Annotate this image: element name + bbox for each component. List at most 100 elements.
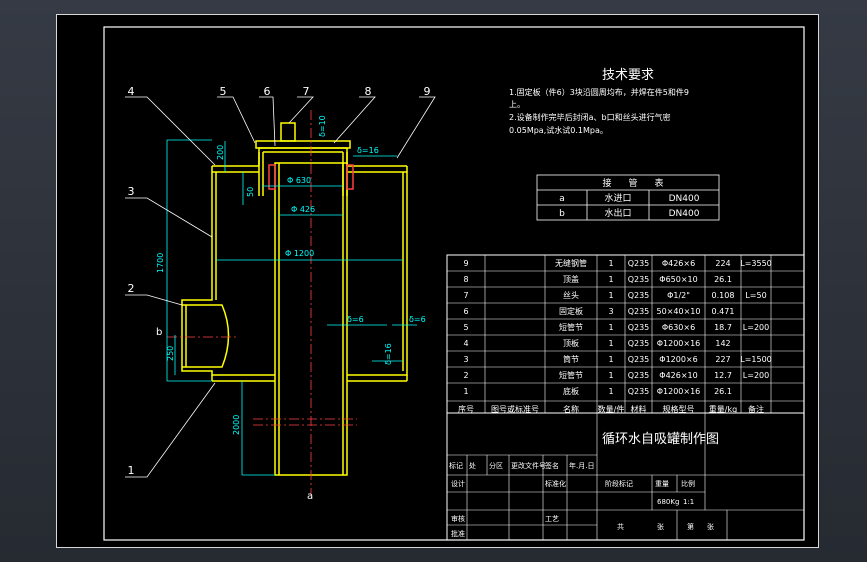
bom-cell: Φ630×6: [662, 323, 695, 332]
tb-cell: 张: [707, 522, 714, 531]
bom-cell: L=3550: [740, 259, 772, 268]
bom-cell: 12.7: [714, 371, 732, 380]
bom-cell: 1: [608, 275, 613, 284]
bom-cell: 0.108: [712, 291, 735, 300]
dim-text: Φ 1200: [285, 249, 314, 258]
bom-cell: Φ650×10: [659, 275, 697, 284]
vessel-outline: [181, 122, 408, 476]
bom-cell: 18.7: [714, 323, 732, 332]
nozzle-cell: DN400: [669, 209, 700, 219]
bom-cell: Q235: [628, 323, 650, 332]
bom-header-cell: 图号或标准号: [491, 404, 539, 414]
center-lines: [167, 110, 357, 495]
tb-cell: 比例: [681, 479, 695, 488]
dim-text: 250: [166, 346, 175, 361]
bom-cell: 26.1: [714, 275, 732, 284]
tb-cell: 阶段标记: [605, 479, 633, 488]
bom-cell: 1: [463, 387, 468, 396]
callout-4: 4: [128, 85, 135, 98]
callout-6: 6: [264, 85, 271, 98]
dim-text: 2000: [232, 415, 241, 435]
callout-5: 5: [220, 85, 227, 98]
bom-cell: 顶板: [563, 338, 579, 348]
callout-2: 2: [128, 282, 135, 295]
tb-cell: 设计: [451, 479, 465, 488]
nozzle-header: 接: [602, 177, 611, 189]
dim-text: δ=16: [357, 146, 379, 155]
tb-cell: 年.月.日: [569, 461, 594, 470]
dim-text: 50: [246, 187, 255, 197]
tech-line: 上。: [509, 100, 525, 109]
bom-cell: Q235: [628, 291, 650, 300]
bom-cell: L=200: [743, 323, 769, 332]
tb-weight: 680Kg: [657, 498, 679, 506]
nozzle-cell: a: [559, 194, 565, 204]
bom-cell: 1: [608, 259, 613, 268]
dim-text: δ=10: [318, 115, 327, 137]
bom-cell: 顶盖: [563, 274, 579, 284]
bom-cell: 1: [608, 291, 613, 300]
bom-cell: 26.1: [714, 387, 732, 396]
bom-cell: 短管节: [559, 370, 583, 380]
bom-cell: 5: [463, 323, 468, 332]
bom-cell: 1: [608, 355, 613, 364]
bom-cell: Φ426×10: [659, 371, 697, 380]
bom-cell: Φ1200×16: [657, 339, 701, 348]
tech-line: 0.05Mpa,试水试0.1Mpa。: [509, 125, 608, 135]
bom-cell: 无缝钢管: [555, 258, 587, 268]
tb-cell: 审核: [451, 514, 465, 523]
callout-7: 7: [303, 85, 310, 98]
bom-cell: L=50: [745, 291, 766, 300]
port-b-label: b: [156, 327, 162, 338]
nozzle-header: 管: [628, 177, 637, 189]
callout-3: 3: [128, 185, 135, 198]
tech-title: 技术要求: [602, 68, 654, 83]
bom-cell: Q235: [628, 339, 650, 348]
bom-cell: Φ1200×16: [657, 387, 701, 396]
tb-cell: 第: [687, 522, 694, 531]
bom-cell: 0.471: [712, 307, 735, 316]
drawing-sheet: 4 5 6 7 8 9 3 2 1 δ=10 δ=16 200 50 Φ 630…: [56, 14, 819, 548]
bom-cell: 1: [608, 371, 613, 380]
nozzle-cell: 水进口: [604, 192, 631, 204]
tb-cell: 张: [657, 522, 664, 531]
tech-line: 1.固定板（件6）3块沿圆周均布，并焊在件5和件9: [509, 87, 689, 97]
bom-cell: 8: [463, 275, 468, 284]
tb-cell: 标准化: [545, 479, 566, 488]
dim-text: δ=16: [384, 343, 393, 365]
dim-text: δ=6: [347, 315, 364, 324]
callout-9: 9: [424, 85, 431, 98]
bom-cell: 短管节: [559, 322, 583, 332]
tb-cell: 签名: [545, 461, 559, 470]
bom-cell: Φ1200×6: [659, 355, 697, 364]
dim-text: Φ 426: [291, 205, 315, 214]
callout-1: 1: [128, 464, 135, 477]
bom-cell: Q235: [628, 275, 650, 284]
bom-cell: Q235: [628, 355, 650, 364]
title-block: 循环水自吸罐制作图 标记 处 分区 更改文件号 签名 年.月.日 设计 标准化 …: [446, 412, 805, 541]
bom-header-cell: 名称: [563, 404, 579, 414]
bom-cell: 142: [715, 339, 730, 348]
bom-cell: 固定板: [559, 306, 583, 316]
bom-cell: L=200: [743, 371, 769, 380]
bom-cell: 1: [608, 339, 613, 348]
dim-text: 200: [216, 145, 225, 160]
drawing-title: 循环水自吸罐制作图: [602, 432, 719, 447]
tb-cell: 标记: [449, 461, 463, 470]
tb-cell: 重量: [655, 480, 669, 488]
dim-text: 1700: [156, 253, 165, 273]
tb-scale: 1:1: [683, 498, 694, 506]
tb-cell: 处: [469, 461, 476, 470]
dim-text: Φ 630: [287, 176, 311, 185]
bom-cell: 7: [463, 291, 468, 300]
bom-cell: 227: [715, 355, 730, 364]
bom-cell: 4: [463, 339, 468, 348]
bom-header-cell: 序号: [458, 404, 474, 414]
bom-cell: 6: [463, 307, 468, 316]
bom-cell: Φ426×6: [662, 259, 695, 268]
bom-cell: 9: [463, 259, 468, 268]
bom-cell: Φ1/2": [667, 291, 690, 300]
tb-cell: 批准: [451, 529, 465, 538]
